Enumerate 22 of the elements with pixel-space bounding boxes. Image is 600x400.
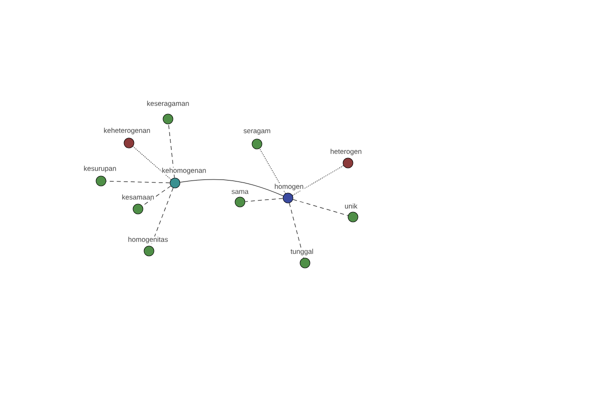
term-circle (300, 258, 310, 268)
connector-line (289, 202, 304, 258)
term-circle (124, 138, 134, 148)
connector-line (180, 179, 284, 196)
term-circle (348, 212, 358, 222)
term-circle (96, 176, 106, 186)
connector-line (292, 165, 344, 196)
term-circle (170, 178, 180, 188)
connector-line (142, 186, 171, 206)
connector-line (106, 180, 170, 184)
term-circle (342, 158, 354, 168)
connector-line (292, 199, 348, 216)
term-circle (162, 114, 174, 124)
connector-line (259, 148, 286, 194)
term-circle (132, 204, 144, 214)
connector-line (168, 124, 175, 178)
term-circle (282, 192, 294, 204)
connector-line (132, 146, 172, 180)
term-circle (252, 138, 262, 150)
term-circle (144, 246, 154, 256)
connector-line (244, 198, 284, 202)
term-circle (234, 196, 246, 208)
